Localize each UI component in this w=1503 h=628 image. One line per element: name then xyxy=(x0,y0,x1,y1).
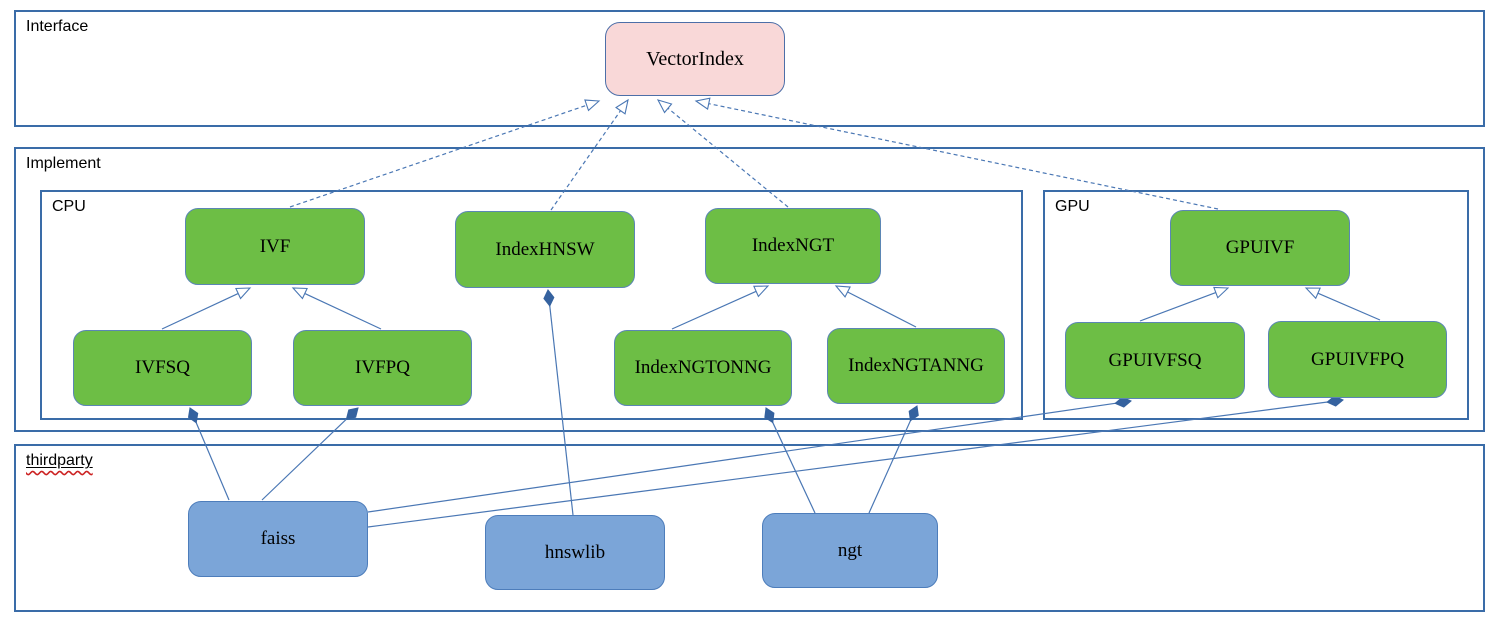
container-label-interface: Interface xyxy=(26,18,89,35)
node-hnswlib[interactable]: hnswlib xyxy=(485,515,665,590)
node-label-GPUIVF: GPUIVF xyxy=(1225,237,1295,258)
node-IVF[interactable]: IVF xyxy=(185,208,365,285)
container-label-gpu: GPU xyxy=(1055,198,1090,215)
container-label-implement: Implement xyxy=(26,155,101,172)
node-IndexNGTANNG[interactable]: IndexNGTANNG xyxy=(827,328,1005,404)
node-IndexNGTONNG[interactable]: IndexNGTONNG xyxy=(614,330,792,406)
container-label-cpu: CPU xyxy=(52,198,86,215)
node-label-IndexHNSW: IndexHNSW xyxy=(495,238,595,260)
node-IndexHNSW[interactable]: IndexHNSW xyxy=(455,211,635,288)
node-IVFSQ[interactable]: IVFSQ xyxy=(73,330,252,406)
node-label-GPUIVFPQ: GPUIVFPQ xyxy=(1311,348,1404,370)
node-GPUIVF[interactable]: GPUIVF xyxy=(1170,210,1350,286)
node-label-IndexNGTONNG: IndexNGTONNG xyxy=(634,357,772,378)
node-ngt[interactable]: ngt xyxy=(762,513,938,588)
node-label-IndexNGTANNG: IndexNGTANNG xyxy=(848,355,984,376)
node-label-GPUIVFSQ: GPUIVFSQ xyxy=(1108,349,1202,371)
node-label-faiss: faiss xyxy=(260,528,296,549)
node-label-hnswlib: hnswlib xyxy=(544,541,606,563)
node-GPUIVFSQ[interactable]: GPUIVFSQ xyxy=(1065,322,1245,399)
node-IndexNGT[interactable]: IndexNGT xyxy=(705,208,881,284)
node-IVFPQ[interactable]: IVFPQ xyxy=(293,330,472,406)
node-label-VectorIndex: VectorIndex xyxy=(646,47,744,70)
node-label-IVFSQ: IVFSQ xyxy=(135,357,190,378)
node-label-IVFPQ: IVFPQ xyxy=(355,357,410,378)
node-faiss[interactable]: faiss xyxy=(188,501,368,577)
node-label-IVF: IVF xyxy=(259,235,291,257)
node-label-IndexNGT: IndexNGT xyxy=(751,235,835,256)
container-label-text-thirdparty: thirdparty xyxy=(26,452,93,469)
node-GPUIVFPQ[interactable]: GPUIVFPQ xyxy=(1268,321,1447,398)
container-label-thirdparty: thirdparty xyxy=(26,452,93,470)
node-VectorIndex[interactable]: VectorIndex xyxy=(605,22,785,96)
node-label-ngt: ngt xyxy=(837,539,863,561)
